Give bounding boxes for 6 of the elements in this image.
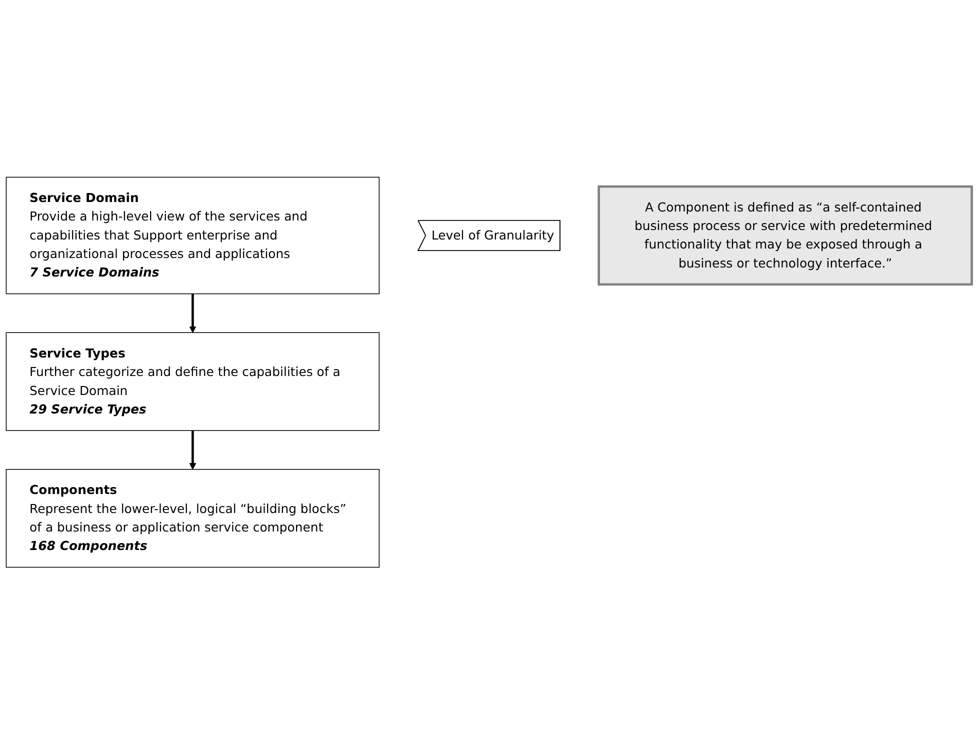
node-box: Service Types Further categorize and define the capabilities of a Service Domain 29 Service Types	[6, 332, 380, 431]
node-box: Components Represent the lower-level, logical “building blocks” of a business or application service component 168 Components	[6, 468, 380, 568]
arrow	[189, 294, 196, 333]
node-box: Service Domain Provide a high-level view of the services and capabilities that Support enterprise and organizational processes and applications 7 Service Domains	[6, 176, 380, 294]
node-box: A Component is defined as “a self-contained business process or service with predetermined functionality that may be exposed through a business or technology interface.”	[598, 185, 973, 286]
arrow	[189, 430, 196, 470]
